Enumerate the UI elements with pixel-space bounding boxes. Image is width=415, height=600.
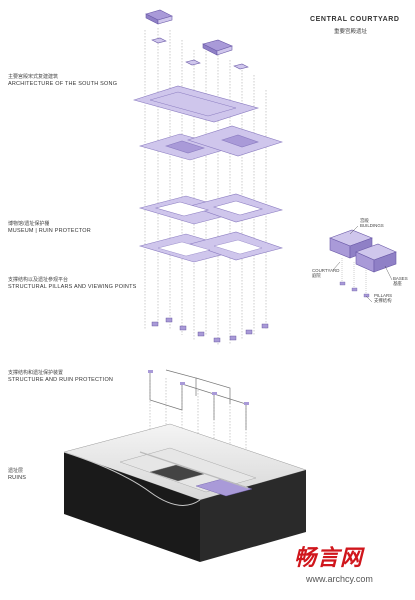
layer-label-architecture: 主要宫殿宋式复建建筑 ARCHITECTURE OF THE SOUTH SON… [8,74,118,87]
diagram-title: CENTRAL COURTYARD [310,16,400,23]
legend-label-courtyard: COURTYARD 庭院 [312,268,340,278]
watermark-url: www.archcy.com [306,574,373,584]
layer-ruins-block [63,423,307,562]
layer-label-ruins: 遗址层 RUINS [8,468,27,481]
diagram-subtitle: 重要宫殿遗址 [334,29,368,35]
layer-structure-frame [148,369,249,430]
layer-museum [138,125,284,225]
layer-label-structure: 支撑结构和遗址保护装置 STRUCTURE AND RUIN PROTECTIO… [8,370,114,383]
legend-label-bases: BASES 基座 [393,276,408,286]
layer-label-museum: 博物馆/遗址保护棚 MUSEUM | RUIN PROTECTOR [8,221,91,234]
layer-pillars [138,231,284,343]
layer-label-pillars: 支撑结构以及遗址参观平台 STRUCTURAL PILLARS AND VIEW… [8,277,137,290]
legend-label-buildings: 宫殿 BUILDINGS [360,218,384,228]
legend-diagram [329,225,397,303]
legend-label-pillars: PILLARS 支撑结构 [374,293,393,303]
layer-architecture [132,9,260,123]
watermark-brand: 畅言网 [294,546,364,571]
